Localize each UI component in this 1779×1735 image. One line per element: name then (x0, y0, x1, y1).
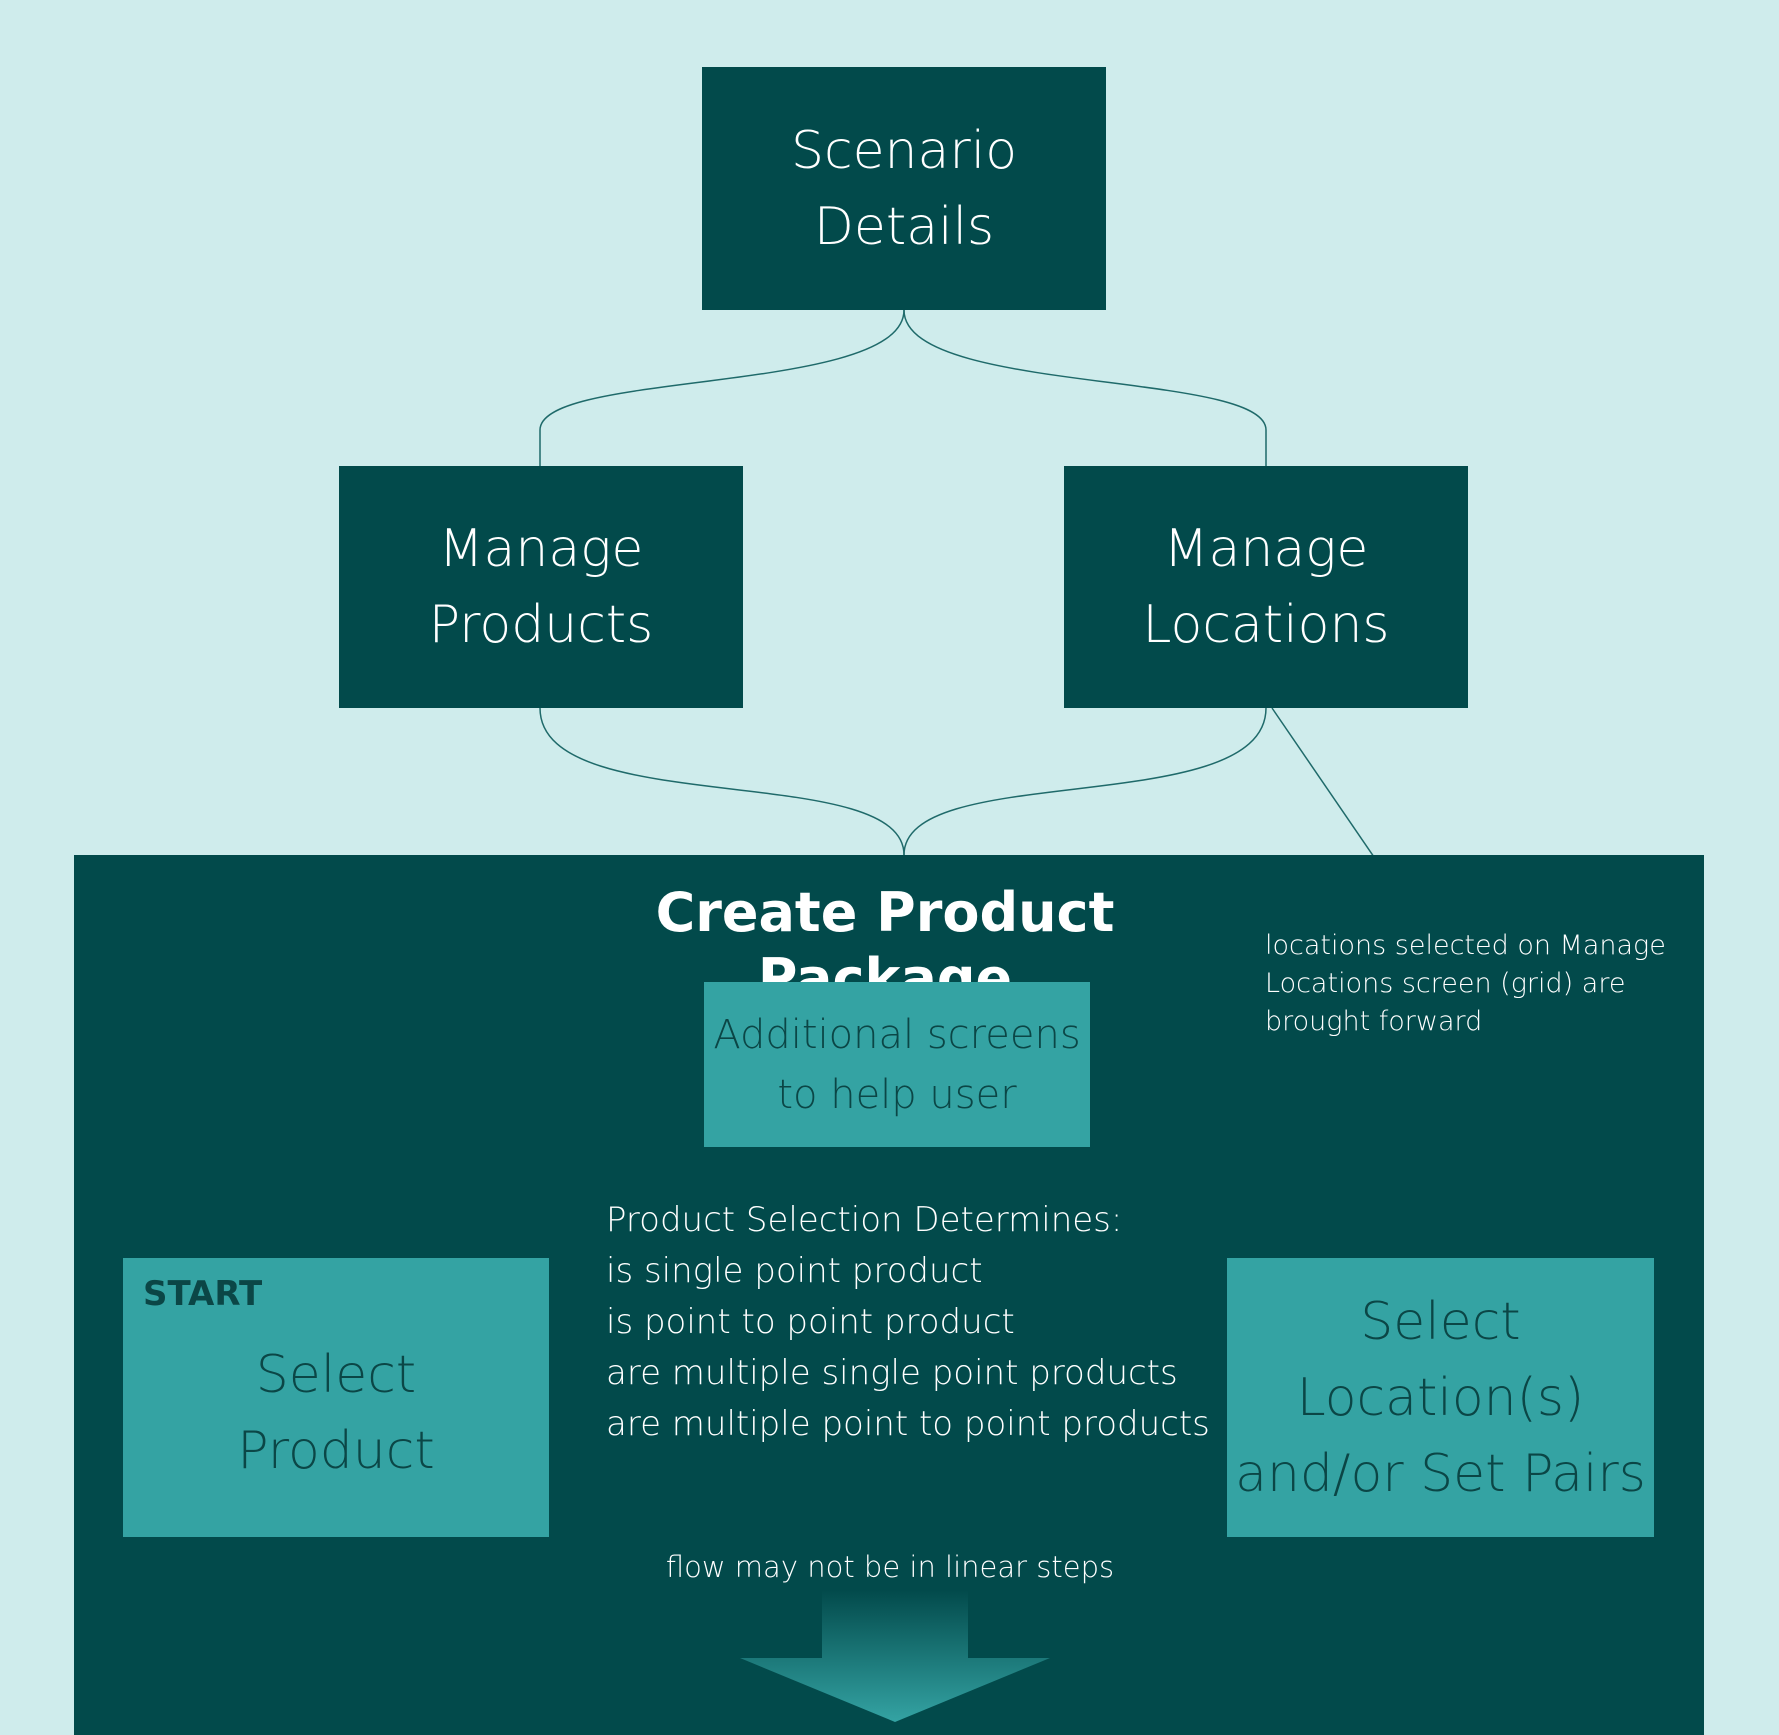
node-select-product[interactable]: Select Product (123, 1258, 549, 1537)
connector-locations-to-package (903, 707, 1267, 856)
node-label: Locations (1142, 595, 1390, 655)
note-line: brought forward (1265, 1006, 1483, 1037)
node-scenario-details[interactable]: Scenario Details (702, 67, 1106, 310)
node-label: Additional screens (713, 1011, 1081, 1058)
node-select-locations[interactable]: Select Location(s) and/or Set Pairs (1227, 1258, 1654, 1537)
note-line: Locations screen (grid) are (1265, 968, 1626, 999)
product-selection-determines: Product Selection Determines: is single … (606, 1195, 1210, 1450)
down-arrow-icon (740, 1590, 1050, 1722)
node-label: Select (1360, 1291, 1521, 1352)
connector-products-to-package (539, 707, 905, 856)
locations-note: locations selected on Manage Locations s… (1265, 927, 1705, 1041)
node-label: and/or Set Pairs (1235, 1443, 1646, 1504)
node-manage-locations[interactable]: Manage Locations (1064, 466, 1468, 708)
determines-item: are multiple point to point products (606, 1404, 1210, 1444)
note-line: locations selected on Manage (1265, 930, 1666, 961)
node-label: Details (813, 196, 995, 257)
node-manage-products[interactable]: Manage Products (339, 466, 743, 708)
connector-scenario-to-locations (903, 309, 1267, 466)
start-tag: START (143, 1274, 263, 1314)
node-label: Select (255, 1344, 417, 1405)
determines-heading: Product Selection Determines: (606, 1200, 1123, 1240)
node-label: to help user (777, 1071, 1017, 1118)
node-label: Manage (1163, 519, 1369, 579)
node-label: Manage (438, 519, 644, 579)
node-label: Product (237, 1420, 435, 1481)
node-label: Location(s) (1296, 1367, 1585, 1428)
determines-item: are multiple single point products (606, 1353, 1178, 1393)
node-label: Products (428, 595, 654, 655)
connector-scenario-to-products (539, 309, 905, 466)
node-label: Scenario (790, 120, 1018, 181)
determines-item: is single point product (606, 1251, 983, 1291)
node-additional-screens[interactable]: Additional screens to help user (704, 982, 1090, 1147)
determines-item: is point to point product (606, 1302, 1015, 1342)
flow-note: flow may not be in linear steps (665, 1550, 1115, 1584)
